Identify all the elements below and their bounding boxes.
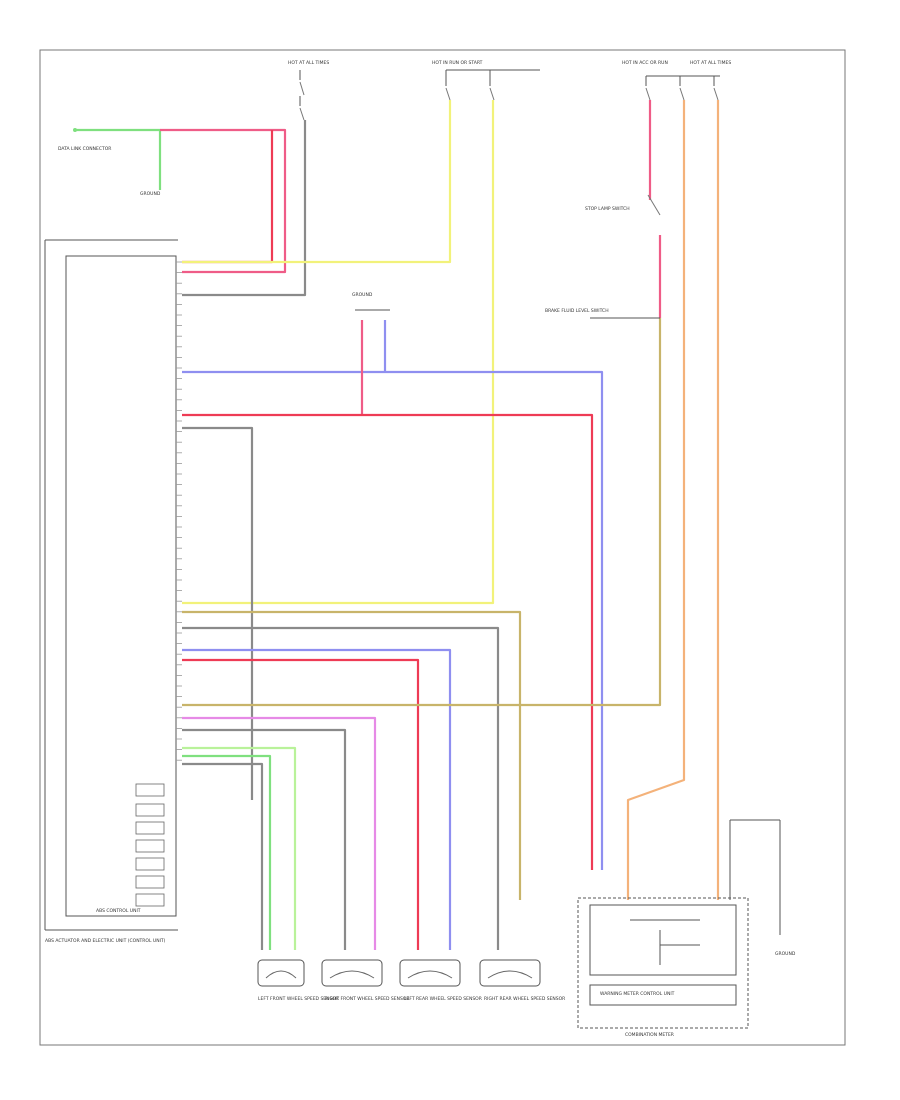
wire-red (182, 130, 274, 264)
abs-indicator-box (135, 875, 165, 889)
wire-olive (182, 610, 522, 900)
wire-gray (182, 728, 347, 950)
sensor-rr-label: RIGHT REAR WHEEL SPEED SENSOR (484, 996, 565, 1002)
combination-meter: WARNING METER CONTROL UNIT COMBINATION M… (577, 819, 796, 1038)
brake-fluid-switch-label: BRAKE FLUID LEVEL SWITCH (545, 308, 609, 314)
ground-label-2: GROUND (352, 292, 373, 298)
stop-lamp-switch: STOP LAMP SWITCH (585, 194, 661, 216)
data-link-label: DATA LINK CONNECTOR (58, 146, 111, 152)
sensor-left-rear: LEFT REAR WHEEL SPEED SENSOR (399, 959, 482, 1002)
hot-label-3: HOT IN ACC OR RUN (622, 60, 668, 66)
fuse-group-left: HOT AT ALL TIMES (288, 60, 329, 121)
wire-gray (182, 426, 254, 800)
abs-control-unit-label: ABS CONTROL UNIT (96, 908, 141, 914)
mid-ground-connector: GROUND (352, 292, 390, 311)
wire-blue (182, 648, 452, 950)
ground-label-3: GROUND (775, 951, 796, 957)
wire-blue (182, 370, 604, 870)
wire-lightgreen (182, 746, 297, 950)
wire-violet (182, 716, 377, 950)
hot-label-2: HOT IN RUN OR START (432, 60, 483, 66)
abs-indicator-box (135, 783, 165, 797)
fuse-group-mid: HOT IN RUN OR START (432, 60, 540, 101)
wire-orange (626, 100, 686, 900)
wire-gray (182, 120, 307, 297)
abs-indicator-box (135, 821, 165, 835)
sensor-right-front: RIGHT FRONT WHEEL SPEED SENSOR (321, 959, 410, 1002)
abs-pin-column (176, 261, 182, 761)
sensor-lr-label: LEFT REAR WHEEL SPEED SENSOR (404, 996, 482, 1002)
abs-module-note: ABS ACTUATOR AND ELECTRIC UNIT (CONTROL … (45, 938, 166, 944)
wire-pink (160, 128, 287, 274)
wire-green (75, 128, 162, 190)
hot-label-1: HOT AT ALL TIMES (288, 60, 329, 66)
wire-olive (182, 318, 662, 707)
wire-yellow (182, 100, 452, 264)
abs-indicator-box (135, 893, 165, 907)
wire-gray (182, 762, 264, 950)
meter-control-unit-label: WARNING METER CONTROL UNIT (600, 991, 675, 997)
stop-lamp-switch-label: STOP LAMP SWITCH (585, 206, 630, 212)
wire-harness (75, 100, 720, 950)
wire-green (182, 754, 272, 950)
abs-indicator-box (135, 839, 165, 853)
sensor-rf-label: RIGHT FRONT WHEEL SPEED SENSOR (325, 996, 410, 1002)
abs-control-unit: ABS CONTROL UNIT ABS ACTUATOR AND ELECTR… (44, 239, 182, 944)
brake-fluid-switch: BRAKE FLUID LEVEL SWITCH (545, 308, 660, 319)
wheel-speed-sensors: LEFT FRONT WHEEL SPEED SENSOR RIGHT FRON… (257, 959, 565, 1002)
hot-label-4: HOT AT ALL TIMES (690, 60, 731, 66)
combination-meter-label: COMBINATION METER (625, 1032, 674, 1038)
abs-indicator-box (135, 803, 165, 817)
sensor-right-rear: RIGHT REAR WHEEL SPEED SENSOR (479, 959, 565, 1002)
wire-red (182, 413, 594, 870)
diagram-frame (39, 49, 846, 1046)
ground-label-1: GROUND (140, 191, 161, 197)
fuse-group-right: HOT IN ACC OR RUN HOT AT ALL TIMES (622, 60, 731, 101)
wire-yellow (182, 100, 495, 605)
data-link-connector: DATA LINK CONNECTOR GROUND (58, 128, 161, 197)
wire-red (182, 658, 420, 950)
sensor-left-front: LEFT FRONT WHEEL SPEED SENSOR (257, 959, 339, 1002)
abs-indicator-boxes (135, 783, 165, 907)
abs-indicator-box (135, 857, 165, 871)
wire-gray (182, 626, 500, 950)
sensor-lf-label: LEFT FRONT WHEEL SPEED SENSOR (258, 996, 339, 1002)
